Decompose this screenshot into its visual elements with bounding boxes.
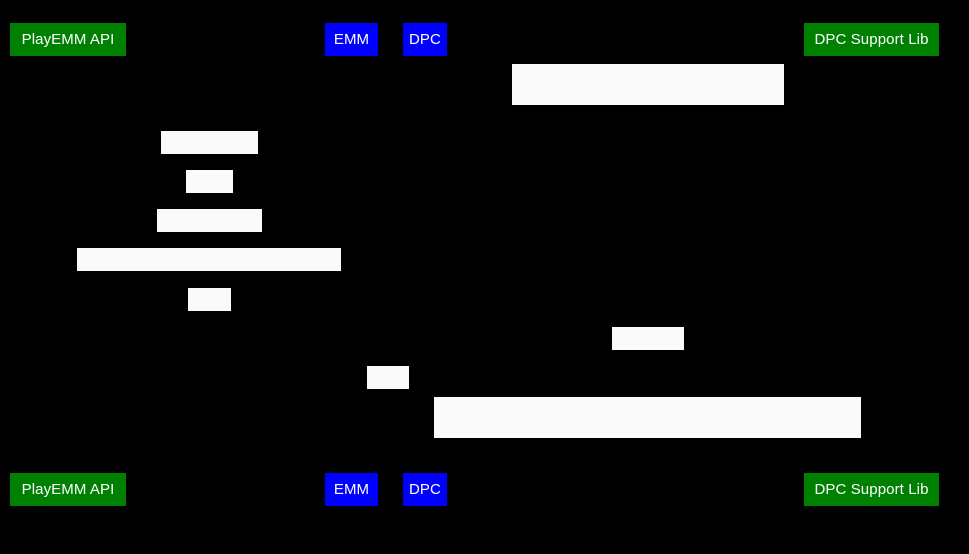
message-line-1: token [370, 406, 406, 422]
message-label-token-lower: token [367, 366, 409, 422]
participant-label: PlayEMM API [21, 481, 115, 498]
participant-top-emm[interactable]: EMM [325, 23, 378, 56]
participant-top-dpc[interactable]: DPC [403, 23, 447, 56]
message-label-users-insert: users.insert() [161, 131, 258, 187]
message-line-2: .ensureWorkingEnvironment(callback) [525, 163, 771, 180]
message-line-1: callback() [616, 367, 680, 383]
message-label-callback: callback() [612, 327, 684, 383]
participant-label: PlayEMM API [21, 31, 115, 48]
message-label-user-id: userID [186, 170, 233, 226]
message-label-ensure-working-environment: androidForWorkAccountSupport .ensureWork… [512, 64, 784, 180]
participant-label: DPC Support Lib [814, 31, 929, 48]
participant-label: DPC [409, 31, 441, 48]
message-label-generate-authentication-token: users.generateAuthenticationToken() [77, 248, 341, 304]
participant-bottom-playemm-api[interactable]: PlayEMM API [10, 473, 126, 506]
sequence-diagram-canvas: PlayEMM API EMM DPC DPC Support Lib andr… [10, 23, 939, 513]
participant-label: EMM [333, 31, 370, 48]
message-label-add-android-for-work-account: androidForWorkAccountSupport .addAndroid… [434, 397, 861, 513]
participant-label: EMM [333, 481, 370, 498]
message-label-token-upper: token [188, 288, 231, 344]
participant-bottom-dpc-support-lib[interactable]: DPC Support Lib [804, 473, 939, 506]
message-line-2: .addAndroidForWorkAccount(token, account… [453, 496, 842, 513]
message-line-1: androidForWorkAccountSupport [544, 105, 752, 121]
participant-bottom-dpc[interactable]: DPC [403, 473, 447, 506]
participant-top-dpc-support-lib[interactable]: DPC Support Lib [804, 23, 939, 56]
message-line-1: androidForWorkAccountSupport [544, 438, 751, 454]
message-label-users-update: users.update() [157, 209, 262, 265]
message-line-1: token [191, 328, 228, 344]
participant-top-playemm-api[interactable]: PlayEMM API [10, 23, 126, 56]
participant-label: DPC [409, 481, 441, 498]
participant-bottom-emm[interactable]: EMM [325, 473, 378, 506]
participant-label: DPC Support Lib [814, 481, 929, 498]
